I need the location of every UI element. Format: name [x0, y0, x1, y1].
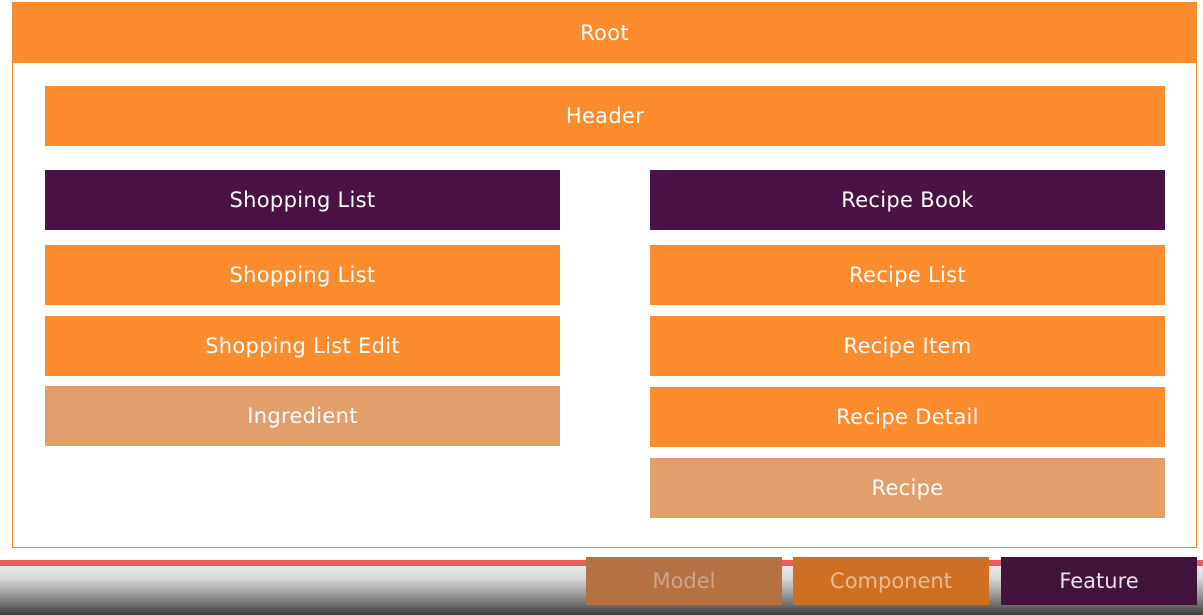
root-box: Root	[13, 3, 1196, 63]
component-box-recipe-detail: Recipe Detail	[650, 387, 1165, 447]
root-label: Root	[580, 21, 629, 45]
legend-component-label: Component	[830, 569, 952, 593]
component-label: Recipe Detail	[836, 405, 979, 429]
root-frame	[12, 2, 1197, 548]
legend-model-label: Model	[652, 569, 716, 593]
feature-box-shopping-list: Shopping List	[45, 170, 560, 230]
component-label: Recipe List	[849, 263, 966, 287]
feature-box-recipe-book: Recipe Book	[650, 170, 1165, 230]
legend-model: Model	[586, 557, 782, 605]
component-box-shopping-list-edit: Shopping List Edit	[45, 316, 560, 376]
model-box-ingredient: Ingredient	[45, 386, 560, 446]
component-label: Recipe Item	[843, 334, 972, 358]
legend-feature-label: Feature	[1059, 569, 1139, 593]
component-label: Shopping List Edit	[205, 334, 400, 358]
legend-feature: Feature	[1001, 557, 1197, 605]
feature-label: Recipe Book	[841, 188, 974, 212]
model-label: Ingredient	[247, 404, 358, 428]
component-box-recipe-item: Recipe Item	[650, 316, 1165, 376]
component-box-shopping-list: Shopping List	[45, 245, 560, 305]
header-box: Header	[45, 86, 1165, 146]
model-box-recipe: Recipe	[650, 458, 1165, 518]
component-box-recipe-list: Recipe List	[650, 245, 1165, 305]
legend-component: Component	[793, 557, 989, 605]
model-label: Recipe	[871, 476, 944, 500]
feature-label: Shopping List	[229, 188, 376, 212]
header-label: Header	[565, 104, 645, 128]
component-label: Shopping List	[229, 263, 376, 287]
